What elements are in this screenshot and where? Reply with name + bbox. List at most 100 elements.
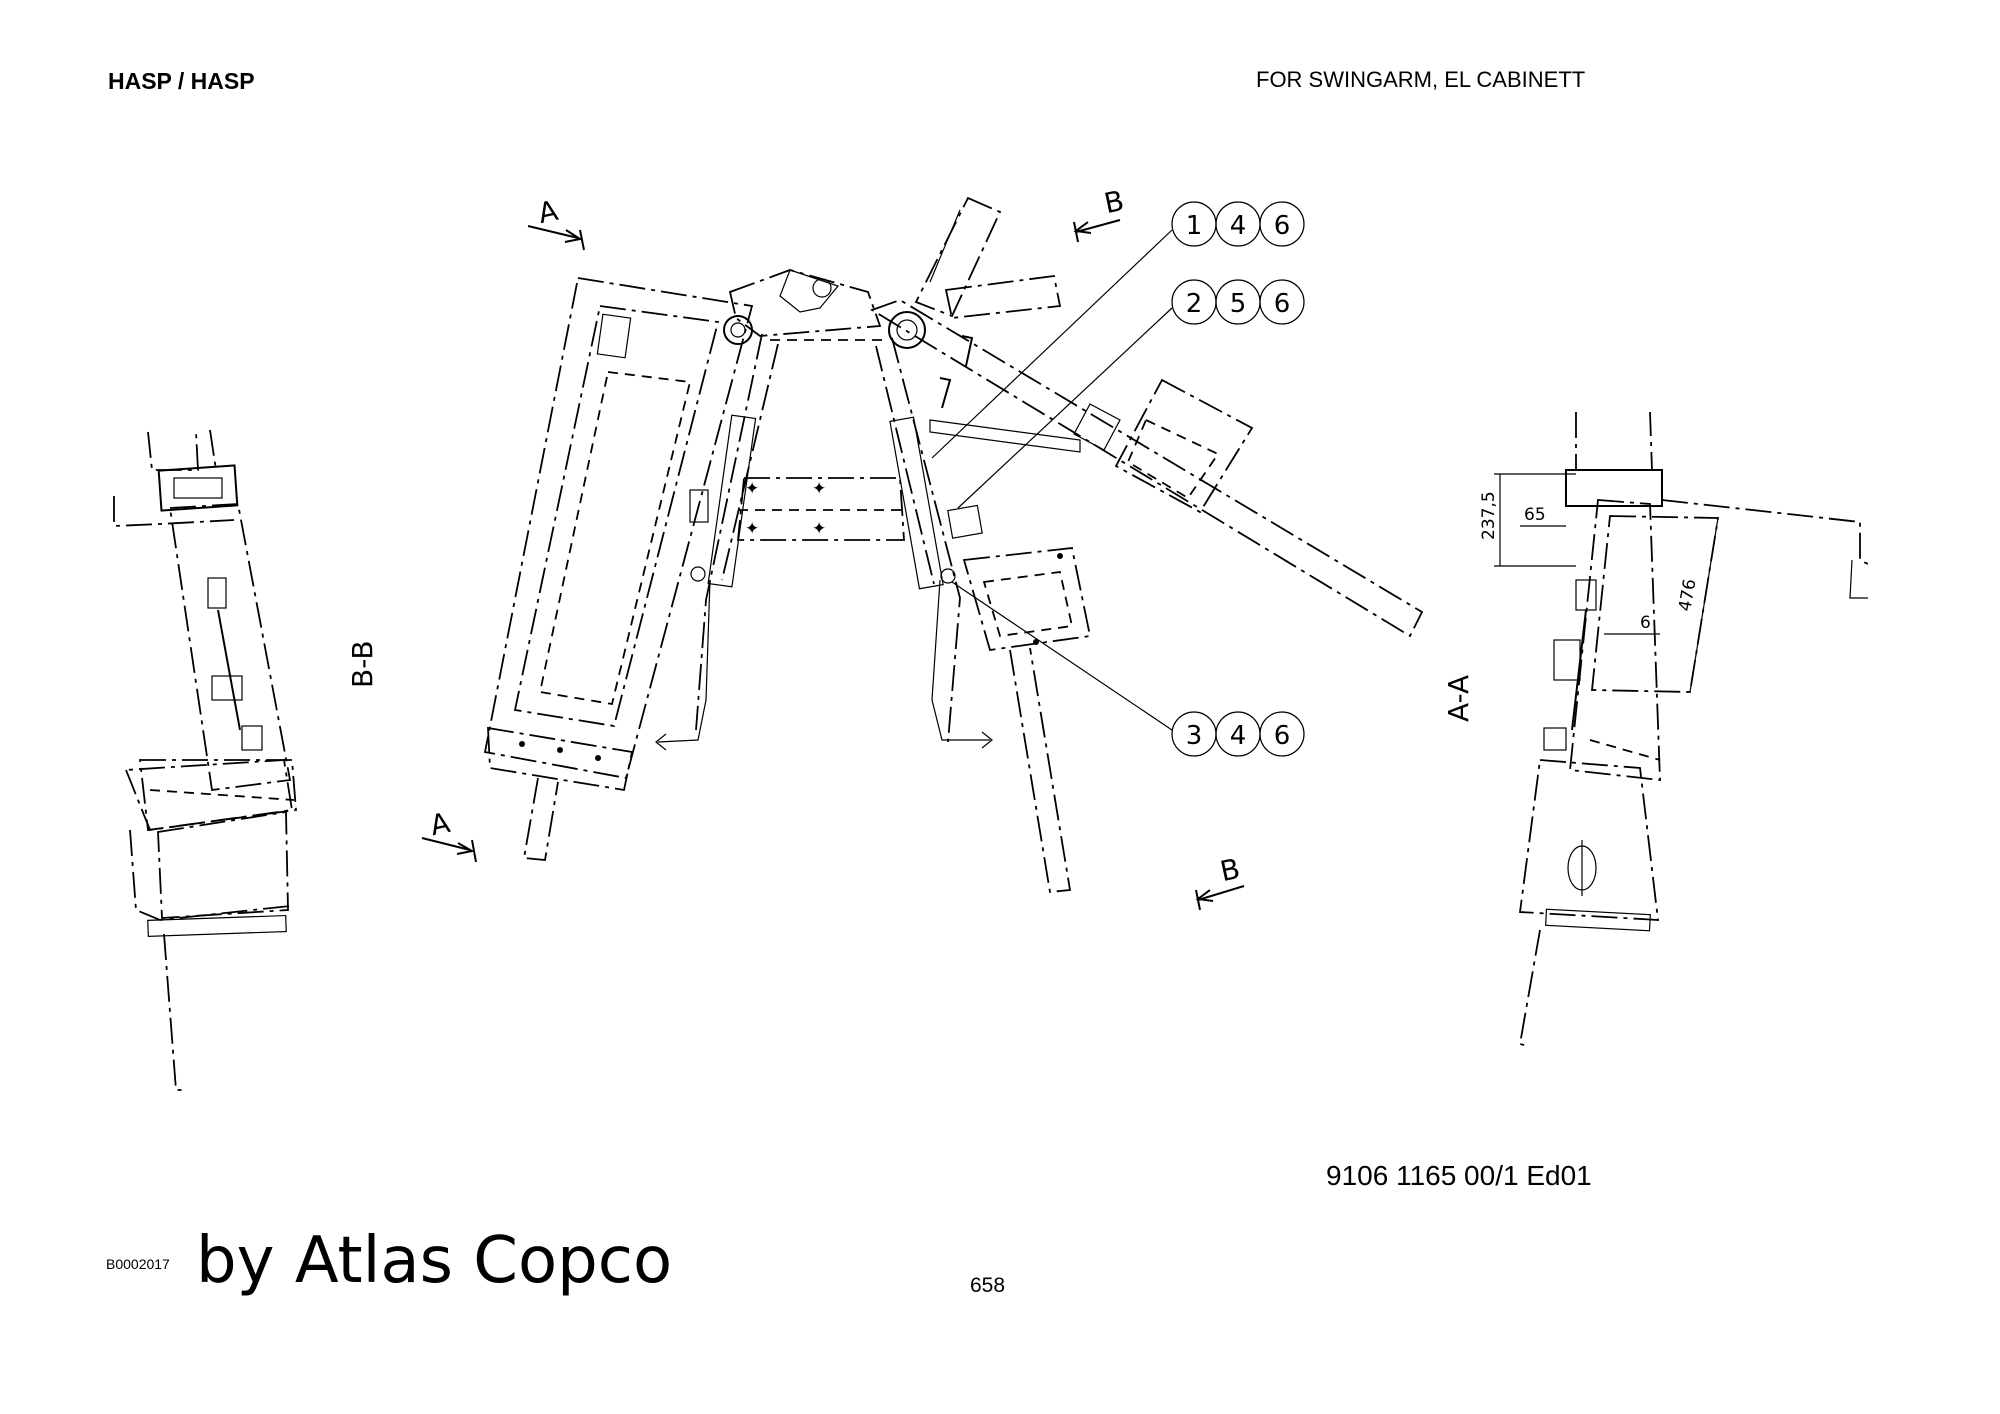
apex-housing xyxy=(728,269,882,337)
section-a-top-arrow xyxy=(564,229,583,243)
aa-rod xyxy=(1571,609,1587,731)
aa-arm-end xyxy=(1849,559,1868,599)
aa-top-bracket xyxy=(1575,411,1653,471)
section-a-top-line xyxy=(527,225,579,239)
section-a-bottom-line xyxy=(421,837,471,851)
view-aa-label: A-A xyxy=(1442,675,1475,722)
bolt-marker xyxy=(557,747,563,753)
left-leg xyxy=(522,777,559,861)
bb-latch-mid xyxy=(211,675,243,701)
section-a-bottom-tick xyxy=(471,839,477,863)
page-number: 658 xyxy=(970,1274,1006,1297)
section-a-bottom-arrow xyxy=(456,842,475,855)
brand-tagline: by Atlas Copco xyxy=(196,1224,673,1298)
section-a-bottom-label: A xyxy=(427,806,453,842)
left-bottom-plate xyxy=(487,726,634,792)
aa-latch-bottom xyxy=(1543,727,1567,751)
callout-2: 2 5 6 xyxy=(957,279,1305,509)
left-frame-panel xyxy=(538,371,692,706)
aa-lower-plate xyxy=(1518,759,1660,921)
callout-item: 5 xyxy=(1230,289,1247,319)
aa-arm xyxy=(1661,499,1873,567)
bb-lower-plate xyxy=(138,759,297,832)
bolt-marker xyxy=(1033,639,1039,645)
left-frame-inner xyxy=(513,304,720,728)
section-b-bottom-line xyxy=(1197,885,1245,901)
leader-line xyxy=(951,581,1173,731)
bb-top-line xyxy=(209,429,217,471)
right-pivot-inner xyxy=(896,319,918,341)
dim-line-476 xyxy=(1689,517,1719,693)
bolt-marker xyxy=(519,741,525,747)
callout-balloon xyxy=(1259,201,1305,247)
bb-clamp xyxy=(157,464,239,512)
aa-bottom-bar xyxy=(1545,908,1651,932)
swingarm-cabinet-plate xyxy=(1114,378,1254,514)
upper-bracket-line xyxy=(929,209,961,283)
bb-leg xyxy=(163,933,186,1091)
center-left-leg-inner xyxy=(721,343,779,581)
bolt-marker xyxy=(1057,553,1063,559)
apex-bolt xyxy=(812,278,832,298)
callout-balloon xyxy=(1259,711,1305,757)
swingarm xyxy=(869,299,1424,638)
rivet-marker: ✦ xyxy=(745,479,759,499)
section-b-top-line xyxy=(1075,219,1121,233)
callout-3: 3 4 6 xyxy=(951,581,1305,757)
bb-clamp-inner xyxy=(173,477,223,499)
rivet-marker: ✦ xyxy=(812,519,826,539)
swingarm-cabinet-inner xyxy=(1126,418,1220,500)
callout-item: 1 xyxy=(1186,211,1203,241)
center-left-leg xyxy=(695,333,763,731)
image-id: B0002017 xyxy=(106,1256,170,1272)
right-leg xyxy=(1009,647,1072,893)
bolt-marker xyxy=(595,755,601,761)
callout-item: 2 xyxy=(1186,289,1203,319)
apex-cap xyxy=(779,269,840,313)
right-hasp-bracket xyxy=(889,416,944,590)
swingarm-link xyxy=(929,419,1081,453)
left-frame-outline xyxy=(483,276,754,780)
section-a-top-label: A xyxy=(535,194,561,230)
callout-item: 6 xyxy=(1274,211,1291,241)
bb-latch-bottom xyxy=(241,725,263,751)
bb-bottom-bar xyxy=(147,914,287,937)
left-hasp-pin xyxy=(690,566,706,582)
view-aa: 237,5 65 476 6 A-A xyxy=(1442,411,1873,1047)
center-cross-plate xyxy=(737,477,905,541)
swingarm-clamp xyxy=(1073,403,1121,451)
leader-line xyxy=(957,307,1173,509)
section-b-top-label: B xyxy=(1101,184,1127,220)
right-hasp-rod xyxy=(931,579,990,741)
bb-panel xyxy=(157,810,289,919)
left-pivot xyxy=(723,315,753,345)
page-title: HASP / HASP xyxy=(108,68,255,94)
rivet-marker: ✦ xyxy=(812,479,826,499)
section-b-bottom-tick xyxy=(1195,889,1201,911)
rivet-marker: ✦ xyxy=(745,519,759,539)
aa-leg xyxy=(1518,929,1541,1047)
aa-latch-mid xyxy=(1553,639,1581,681)
callout-item: 6 xyxy=(1274,289,1291,319)
bb-diagonal xyxy=(149,789,295,801)
right-hasp-pin xyxy=(940,568,956,584)
left-frame-block xyxy=(596,313,632,359)
document-number: 9106 1165 00/1 Ed01 xyxy=(1326,1160,1592,1191)
callout-item: 6 xyxy=(1274,721,1291,751)
view-bb-label: B-B xyxy=(346,640,379,688)
dim-237-label: 237,5 xyxy=(1479,491,1499,540)
right-lower-plate xyxy=(962,547,1092,651)
left-hasp-latch xyxy=(689,489,709,523)
small-bracket xyxy=(939,377,952,409)
leader-line xyxy=(931,229,1173,459)
right-pivot xyxy=(888,311,926,349)
page-subtitle: FOR SWINGARM, EL CABINETT xyxy=(1256,67,1586,92)
aa-latch-top xyxy=(1575,579,1597,611)
left-hasp-arrow xyxy=(655,733,667,751)
callout-item: 3 xyxy=(1186,721,1203,751)
bb-bracket xyxy=(129,829,291,921)
right-lower-inner xyxy=(982,571,1074,637)
dim-476-label: 476 xyxy=(1675,577,1700,612)
main-view: ✦ ✦ ✦ ✦ xyxy=(483,196,1424,893)
